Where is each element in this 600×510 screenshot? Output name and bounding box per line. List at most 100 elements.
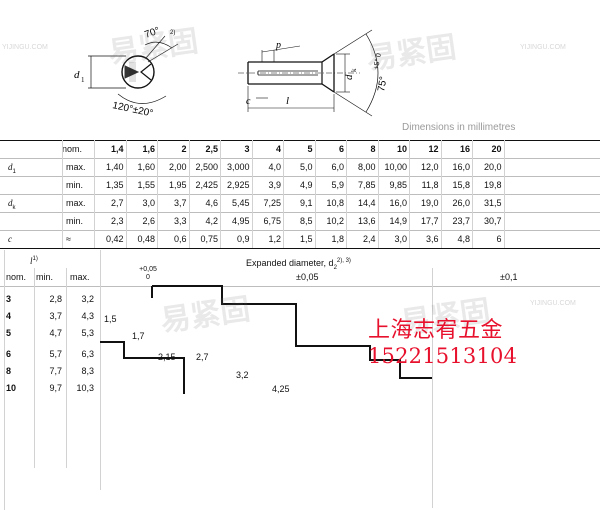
size-header: 1,4 [110, 144, 124, 154]
table-column-rule [4, 250, 5, 510]
l-max-cell: 4,3 [81, 311, 94, 321]
value-cell: 1,40 [105, 162, 124, 172]
table-column-rule [34, 268, 35, 468]
value-cell: 10,2 [326, 216, 344, 226]
angle-top-label: 70° [143, 25, 161, 41]
value-cell: 17,7 [420, 216, 439, 226]
value-cell: 4,6 [205, 198, 218, 208]
table-column-rule [472, 140, 473, 248]
value-cell: 3,3 [173, 216, 187, 226]
col-min: min. [36, 272, 54, 282]
value-cell: 4,95 [231, 216, 250, 226]
l-header: l1) [30, 256, 38, 266]
col-max: max. [70, 272, 90, 282]
table-column-rule [346, 140, 347, 248]
value-cell: 10,8 [326, 198, 344, 208]
value-cell: 20,0 [483, 162, 502, 172]
l-nom-cell: 6 [6, 349, 12, 359]
cross-section-view [88, 35, 179, 104]
expanded-value: 4,25 [272, 384, 290, 394]
table-rule [0, 230, 600, 231]
l-min-cell: 7,7 [49, 366, 62, 376]
table-column-rule [100, 250, 101, 490]
size-header: 6 [338, 144, 344, 154]
size-header: 5 [307, 144, 313, 154]
value-cell: 7,85 [357, 180, 376, 190]
param-label: c [8, 234, 12, 244]
l-nom-cell: 3 [6, 294, 12, 304]
value-cell: 11,8 [421, 180, 439, 190]
table-column-rule [314, 140, 316, 248]
size-header: 3 [244, 144, 250, 154]
value-cell: 16,0 [452, 162, 470, 172]
l-min-cell: 5,7 [49, 349, 62, 359]
table-column-rule [432, 268, 433, 508]
value-cell: 2,3 [110, 216, 124, 226]
value-cell: 5,45 [231, 198, 250, 208]
value-cell: 26,0 [452, 198, 470, 208]
value-cell: 9,1 [299, 198, 313, 208]
value-cell: 19,0 [420, 198, 439, 208]
size-header: 20 [491, 144, 502, 154]
step-boundary-line [100, 285, 432, 394]
param-label: d1 [8, 162, 16, 175]
value-cell: 3,7 [173, 198, 187, 208]
value-cell: 31,5 [483, 198, 502, 208]
kind-label: min. [66, 180, 84, 190]
value-cell: 1,95 [168, 180, 187, 190]
nom-header: nom. [62, 144, 83, 154]
value-cell: 2,6 [142, 216, 155, 226]
value-cell: 16,0 [389, 198, 407, 208]
value-cell: 1,5 [299, 234, 313, 244]
value-cell: 0,9 [236, 234, 250, 244]
l-nom-cell: 8 [6, 366, 12, 376]
value-cell: 12,0 [420, 162, 439, 172]
expanded-value: 1,7 [132, 331, 145, 341]
value-cell: 13,6 [357, 216, 376, 226]
value-cell: 6 [496, 234, 502, 244]
value-cell: 0,48 [137, 234, 155, 244]
value-cell: 2,4 [362, 234, 376, 244]
tolerance-3: ±0,1 [500, 272, 518, 282]
value-cell: 0,42 [105, 234, 124, 244]
kind-label: ≈ [66, 234, 71, 244]
table-column-rule [220, 140, 221, 248]
table-rule [0, 212, 600, 213]
value-cell: 7,25 [263, 198, 281, 208]
l-max-cell: 6,3 [81, 349, 94, 359]
size-header: 12 [428, 144, 439, 154]
value-cell: 4,8 [457, 234, 470, 244]
l-min-cell: 3,7 [49, 311, 62, 321]
l-nom-cell: 4 [6, 311, 12, 321]
dk-sub: k [350, 68, 358, 72]
value-cell: 1,55 [137, 180, 155, 190]
value-cell: 5,0 [299, 162, 313, 172]
value-cell: 30,7 [483, 216, 502, 226]
table-rule [0, 194, 600, 195]
table-rule [0, 158, 600, 159]
table-column-rule [440, 140, 442, 248]
d1-sub: 1 [81, 76, 85, 84]
angle-head-tol: +5° 0 [372, 52, 383, 70]
p-label: p [275, 40, 281, 51]
value-cell: 2,500 [195, 162, 218, 172]
table-column-rule [94, 140, 95, 248]
phone-overlay: 15221513104 [368, 344, 518, 368]
kind-label: min. [66, 216, 84, 226]
value-cell: 0,6 [173, 234, 187, 244]
tolerance-1: +0,05 0 [139, 266, 157, 281]
value-cell: 23,7 [452, 216, 470, 226]
angle-head-label: 75° [376, 76, 389, 93]
value-cell: 1,35 [105, 180, 124, 190]
value-cell: 8,00 [357, 162, 376, 172]
value-cell: 3,000 [226, 162, 250, 172]
expanded-header: Expanded diameter, d22), 3) [246, 258, 351, 271]
l-max-cell: 10,3 [76, 383, 94, 393]
size-header: 2 [181, 144, 187, 154]
l-max-cell: 3,2 [81, 294, 94, 304]
table-column-rule [377, 140, 379, 248]
c-label: c [246, 96, 251, 107]
value-cell: 2,00 [168, 162, 187, 172]
value-cell: 6,0 [331, 162, 344, 172]
value-cell: 4,2 [205, 216, 218, 226]
